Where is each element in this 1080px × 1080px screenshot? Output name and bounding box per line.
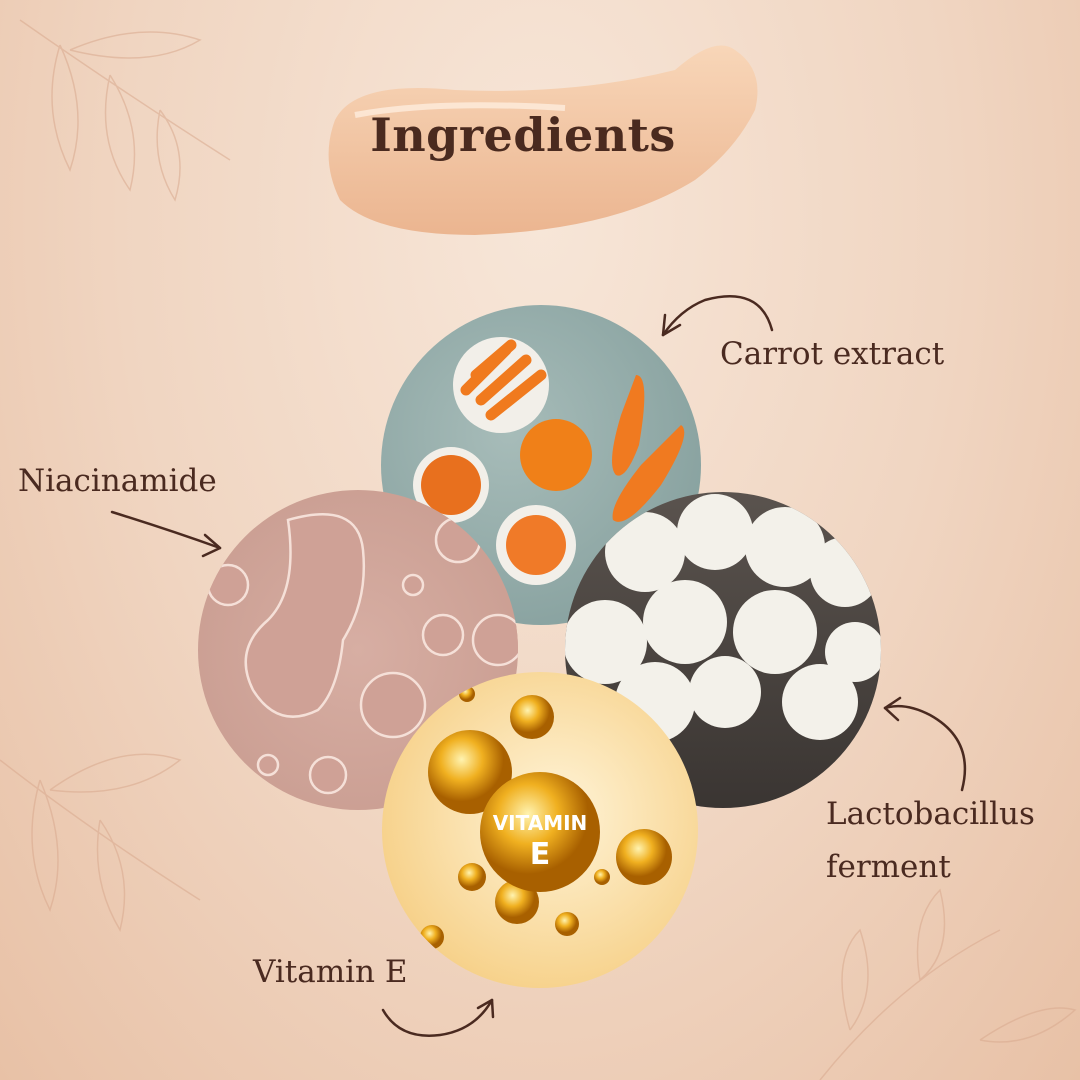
lactobacillus-label-line1: Lactobacillus bbox=[826, 796, 1035, 832]
vitamin-capsule-icon: VITAMIN E bbox=[420, 686, 672, 949]
vitamin-e-label: Vitamin E bbox=[253, 954, 408, 990]
serum-drops-icon bbox=[206, 513, 518, 795]
carrot-arrow-icon bbox=[661, 295, 774, 337]
vitamin-e-image: VITAMIN E bbox=[382, 672, 698, 988]
kefir-grains-icon bbox=[565, 494, 881, 742]
cream-swatch bbox=[328, 45, 758, 235]
niacinamide-label: Niacinamide bbox=[18, 463, 217, 499]
carrot-icon bbox=[413, 337, 685, 585]
carrot-extract-label: Carrot extract bbox=[720, 336, 945, 372]
page-title: Ingredients bbox=[370, 108, 676, 162]
vitamin-badge-line1: VITAMIN bbox=[493, 811, 588, 835]
lactobacillus-arrow-icon bbox=[883, 696, 967, 792]
niacinamide-arrow-icon bbox=[110, 510, 222, 558]
vitamin-badge-line2: E bbox=[530, 837, 551, 872]
vitamin-e-arrow-icon bbox=[381, 998, 495, 1037]
lactobacillus-label-line2: ferment bbox=[826, 849, 951, 885]
lactobacillus-ferment-image bbox=[565, 492, 881, 808]
